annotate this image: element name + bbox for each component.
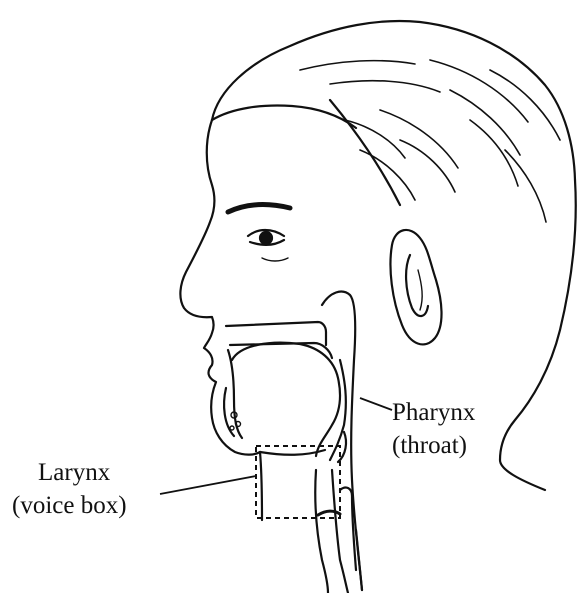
vocal-folds [318, 511, 340, 515]
pupil [260, 232, 272, 244]
tongue [232, 343, 340, 456]
ear-inner [406, 255, 428, 316]
pharynx-wall-back [322, 292, 362, 590]
jaw-line [260, 450, 325, 455]
trachea-front [315, 470, 328, 593]
larynx-leader-line [160, 476, 256, 494]
neck-front [260, 452, 262, 520]
face-profile [180, 120, 260, 455]
ear-outer [390, 230, 441, 345]
pharynx-sublabel: (throat) [392, 431, 467, 461]
larynx-sublabel: (voice box) [12, 491, 127, 521]
back-of-head [500, 180, 576, 490]
hair-front [212, 106, 356, 128]
eyebrow [228, 205, 290, 212]
hair-outline [212, 21, 575, 180]
larynx-label: Larynx [38, 458, 110, 488]
pharynx-label: Pharynx [392, 398, 475, 428]
larynx-highlight-box [256, 446, 340, 518]
pharynx-leader-line [360, 398, 392, 410]
neck-side [356, 530, 362, 590]
nasal-floor [226, 322, 326, 345]
